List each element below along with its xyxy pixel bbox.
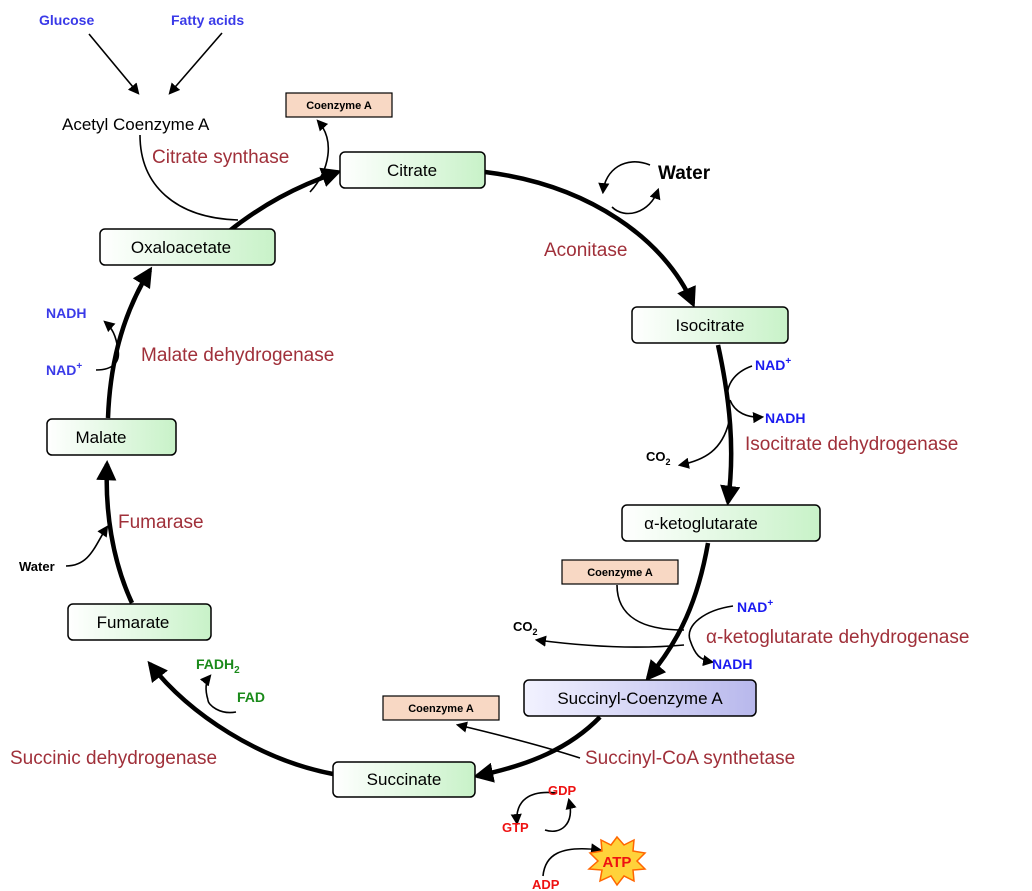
arrow-nad-in-icdh xyxy=(726,365,753,401)
succinyl-coa-label: Succinyl-Coenzyme A xyxy=(557,689,723,708)
arrow-nadh-out-icdh xyxy=(729,399,765,424)
arrow-co2-out-icdh xyxy=(677,421,730,469)
arrow-adp-atp xyxy=(542,843,603,877)
coenzyme-a-box-citrate: Coenzyme A xyxy=(285,92,393,118)
co2-akgdh-label: CO2 xyxy=(513,619,538,637)
arrow-succinylcoa-to-succinate xyxy=(473,715,602,783)
nad-icdh-label: NAD+ xyxy=(755,356,791,373)
metabolite-isocitrate: Isocitrate xyxy=(631,306,789,344)
enzyme-succinyl-coa-synthetase: Succinyl-CoA synthetase xyxy=(585,748,795,769)
nad-mdh-label: NAD+ xyxy=(46,361,82,378)
svg-text:Coenzyme A: Coenzyme A xyxy=(408,703,474,715)
gtp-label: GTP xyxy=(502,820,529,835)
arrow-coa-in-akgdh xyxy=(616,584,685,631)
metabolite-citrate: Citrate xyxy=(339,151,486,189)
nadh-icdh-label: NADH xyxy=(765,410,805,426)
arrow-isocitrate-to-akg xyxy=(715,344,741,507)
alpha-ketoglutarate-label: α-ketoglutarate xyxy=(644,514,758,533)
enzyme-citrate-synthase: Citrate synthase xyxy=(152,147,289,168)
atp-label: ATP xyxy=(603,854,632,871)
arrow-co2-out-akgdh xyxy=(534,635,685,648)
arrow-gdp-gtp xyxy=(510,791,557,826)
arrow-nadh-out-akgdh xyxy=(689,639,715,667)
metabolite-succinate: Succinate xyxy=(332,761,476,798)
arrow-oxaloacetate-to-citrate xyxy=(226,167,342,234)
enzyme-malate-dh: Malate dehydrogenase xyxy=(141,345,334,366)
fatty-acids-label: Fatty acids xyxy=(171,12,244,28)
metabolite-succinyl-coa: Succinyl-Coenzyme A xyxy=(523,679,757,717)
succinate-label: Succinate xyxy=(367,770,442,789)
malate-label: Malate xyxy=(75,428,126,447)
glucose-label: Glucose xyxy=(39,12,94,28)
water-fumarase-label: Water xyxy=(19,559,55,574)
arrow-fatty-acids xyxy=(168,32,223,95)
atp-star: ATP xyxy=(587,835,647,887)
enzyme-aconitase: Aconitase xyxy=(544,240,627,261)
arrow-nad-in-akgdh xyxy=(688,605,734,641)
arrow-fad-in xyxy=(207,699,237,714)
cycle-arrows xyxy=(96,167,741,783)
isocitrate-label: Isocitrate xyxy=(676,316,745,335)
arrow-water-fumarase xyxy=(65,525,109,567)
metabolite-fumarate: Fumarate xyxy=(67,603,212,641)
metabolite-alpha-ketoglutarate: α-ketoglutarate xyxy=(621,504,821,542)
oxaloacetate-label: Oxaloacetate xyxy=(131,238,231,257)
nadh-akgdh-label: NADH xyxy=(712,656,752,672)
gdp-label: GDP xyxy=(548,783,577,798)
arrow-nad-in-mdh xyxy=(95,349,120,371)
metabolite-oxaloacetate: Oxaloacetate xyxy=(99,228,276,266)
adp-label: ADP xyxy=(532,877,560,891)
enzyme-isocitrate-dh: Isocitrate dehydrogenase xyxy=(745,434,958,455)
enzyme-succinic-dh: Succinic dehydrogenase xyxy=(10,748,217,769)
svg-text:Coenzyme A: Coenzyme A xyxy=(306,100,372,112)
arrow-nadh-out-mdh xyxy=(103,320,119,351)
enzyme-akg-dh: α-ketoglutarate dehydrogenase xyxy=(706,627,969,648)
arrow-fadh2-out xyxy=(199,674,212,701)
coenzyme-a-box-scs: Coenzyme A xyxy=(382,695,500,721)
metabolite-malate: Malate xyxy=(46,418,177,456)
fadh2-label: FADH2 xyxy=(196,656,240,676)
arrow-water-out xyxy=(611,187,661,215)
nad-akgdh-label: NAD+ xyxy=(737,598,773,615)
arrow-acetyl-coa-in xyxy=(139,134,239,221)
arrow-coa-out-scs xyxy=(455,721,581,759)
arrow-citrate-to-isocitrate xyxy=(484,169,696,308)
arrow-malate-to-oxaloacetate xyxy=(105,266,153,419)
svg-text:Coenzyme A: Coenzyme A xyxy=(587,567,653,579)
nadh-mdh-label: NADH xyxy=(46,305,86,321)
arrow-fumarate-to-malate xyxy=(96,459,135,604)
enzyme-fumarase: Fumarase xyxy=(118,512,204,533)
fad-label: FAD xyxy=(237,689,265,705)
arrow-succinate-to-fumarate xyxy=(147,660,334,777)
arrow-glucose xyxy=(88,33,140,95)
water-aconitase-label: Water xyxy=(658,163,711,184)
citrate-label: Citrate xyxy=(387,161,437,180)
arrow-coa-out-citrate xyxy=(309,119,330,193)
arrow-akg-to-succinylcoa xyxy=(645,542,711,682)
fumarate-label: Fumarate xyxy=(97,613,170,632)
arrow-gtp-gdp xyxy=(544,797,577,832)
acetyl-coa-label: Acetyl Coenzyme A xyxy=(62,115,210,134)
side-arrows xyxy=(65,32,765,877)
coenzyme-a-box-akgdh: Coenzyme A xyxy=(561,559,679,585)
arrow-water-in xyxy=(598,161,651,195)
co2-icdh-label: CO2 xyxy=(646,449,671,467)
